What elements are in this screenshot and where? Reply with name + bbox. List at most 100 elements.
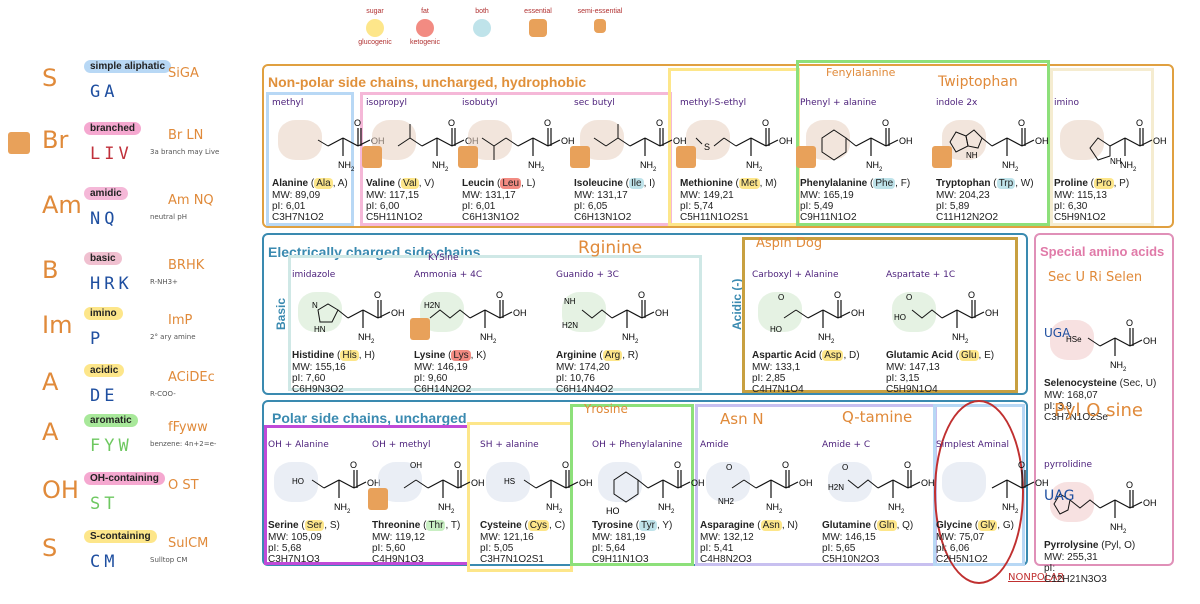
amino-acid-info: MW: 75,07 pI: 6,06 C2H5N1O2: [936, 532, 988, 565]
amino-acid-name-line: Methionine (Met, M): [680, 178, 777, 189]
svg-text:OH: OH: [579, 478, 593, 488]
svg-text:NH: NH: [528, 160, 541, 170]
amino-acid-card-valine: isopropyl O OH NH2 Valine (Val, V) MW: 1…: [362, 98, 484, 223]
isoelectric-point: pI: 10,76: [556, 373, 595, 384]
amino-acid-name: Tyrosine: [592, 520, 633, 531]
box-aromatic-top: [796, 60, 1050, 226]
essential-cat-icon: [362, 146, 382, 168]
category-letter: A: [42, 418, 59, 446]
svg-text:O: O: [1018, 118, 1025, 128]
amino-acid-info: MW: 255,31 pI: C12H21N3O3: [1044, 552, 1107, 585]
svg-text:OH: OH: [1143, 336, 1157, 346]
abbr-one: H: [364, 350, 372, 361]
side-chain-note: Ammonia + 4C: [414, 270, 483, 280]
category-letter: B: [42, 256, 59, 284]
isoelectric-point: pI: 6,05: [574, 201, 608, 212]
molecular-formula: C5H10N2O3: [822, 554, 880, 565]
svg-text:2: 2: [901, 509, 905, 515]
svg-text:2: 2: [965, 339, 969, 345]
legend-label: fat: [421, 8, 429, 15]
group-special: [1034, 233, 1174, 566]
isoelectric-point: pI:: [1044, 563, 1056, 574]
abbr-three: Phe: [873, 178, 896, 189]
abbr-one: A: [337, 178, 345, 189]
box-alanine: [266, 92, 354, 226]
side-chain-note: OH + methyl: [372, 440, 431, 450]
molecular-weight: MW: 117,15: [366, 190, 419, 201]
svg-text:2: 2: [1015, 167, 1019, 173]
category-mnemonic: ImP: [168, 313, 193, 328]
category-mnemonic: O ST: [168, 478, 199, 493]
amino-acid-name: Histidine: [292, 350, 335, 361]
molecular-formula: C4H8N2O3: [700, 554, 752, 565]
molecular-weight: MW: 149,21: [680, 190, 734, 201]
svg-text:2: 2: [451, 509, 455, 515]
molecular-weight: MW: 181,19: [592, 532, 646, 543]
molecular-weight: MW: 119,12: [372, 532, 425, 543]
abbr-three: Sec: [1122, 378, 1141, 389]
svg-text:2: 2: [371, 339, 375, 345]
legend-label: both: [475, 8, 489, 15]
sugar-dot-icon: [366, 19, 384, 37]
svg-text:NH: NH: [818, 332, 831, 342]
amino-acid-name-line: Glycine (Gly, G): [936, 520, 1014, 531]
category-pill: imino: [84, 307, 123, 320]
abbr-one: E: [984, 350, 991, 361]
svg-text:NH: NH: [1002, 502, 1015, 512]
isoelectric-point: pI: 5,05: [480, 543, 514, 554]
category-codes: CM: [90, 552, 119, 572]
molecular-weight: MW: 105,09: [268, 532, 322, 543]
svg-text:S: S: [704, 142, 710, 152]
amino-acid-name: Threonine: [372, 520, 421, 531]
box-acidic: [742, 237, 1018, 393]
abbr-three: Ile: [629, 178, 644, 189]
svg-text:H2N: H2N: [828, 483, 844, 492]
legend-sub: ketogenic: [410, 39, 440, 46]
side-chain-note: Aspartate + 1C: [886, 270, 956, 280]
note-rginine: Rginine: [578, 238, 643, 258]
svg-text:O: O: [762, 118, 769, 128]
legend-label: essential: [524, 8, 552, 15]
molecular-weight: MW: 132,12: [700, 532, 754, 543]
svg-text:O: O: [1018, 460, 1025, 470]
svg-text:2: 2: [1123, 529, 1127, 535]
category-letter: A: [42, 368, 59, 396]
amino-acid-name-line: Pyrrolysine (Pyl, O): [1044, 540, 1136, 551]
molecular-formula: C3H7N1O3: [268, 554, 320, 565]
molecular-weight: MW: 255,31: [1044, 552, 1098, 563]
abbr-one: S: [329, 520, 337, 531]
svg-text:2: 2: [347, 509, 351, 515]
abbr-one: M: [765, 178, 774, 189]
category-pill: S-containing: [84, 530, 157, 543]
svg-text:NH2: NH2: [718, 497, 735, 506]
amino-acid-name-line: Lysine (Lys, K): [414, 350, 487, 361]
molecular-weight: MW: 146,15: [822, 532, 876, 543]
amino-acid-name-line: Asparagine (Asn, N): [700, 520, 798, 531]
isoelectric-point: pI: 6,01: [272, 201, 306, 212]
side-chain-note: Amide: [700, 440, 729, 450]
side-chain-highlight: [758, 292, 802, 332]
svg-text:NH: NH: [622, 332, 635, 342]
side-chain-highlight: [486, 462, 530, 502]
amino-acid-info: MW: 168,07 pI: 3,9 C3H7N1O2Se: [1044, 390, 1108, 423]
note-pyl-o-sine: Pyl O sine: [1054, 400, 1143, 421]
amino-acid-info: MW: 165,19 pI: 5,49 C9H11N1O2: [800, 190, 857, 223]
legend-sugar: sugar glucogenic: [340, 8, 410, 46]
category-codes: LIV: [90, 144, 133, 164]
abbr-one: U: [1145, 378, 1153, 389]
abbr-one: D: [849, 350, 857, 361]
category-small-note: Sulltop CM: [150, 556, 188, 564]
essential-cat-icon: [932, 146, 952, 168]
amino-acid-name: Glutamic Acid: [886, 350, 953, 361]
amino-acid-info: MW: 131,17 pI: 6,01 C6H13N1O2: [462, 190, 519, 223]
svg-text:O: O: [906, 293, 912, 302]
abbr-three: Val: [401, 178, 419, 189]
side-chain-highlight: [942, 462, 986, 502]
svg-text:NH: NH: [1120, 160, 1133, 170]
